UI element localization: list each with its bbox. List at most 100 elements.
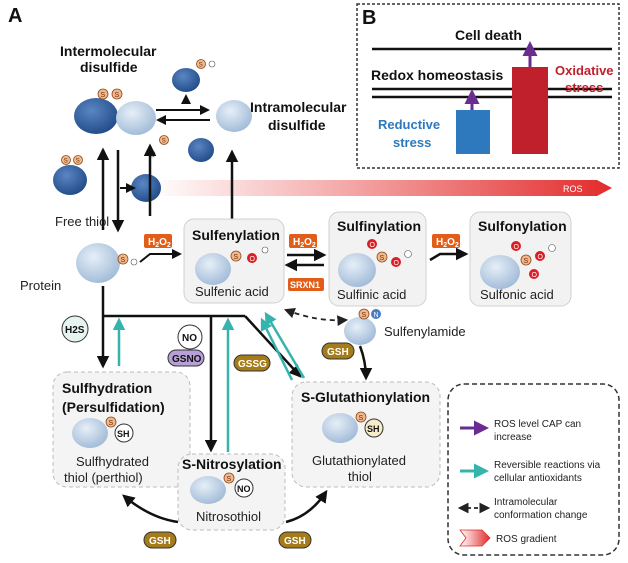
sulfur-atom-letter: S bbox=[115, 92, 120, 99]
srxn1-chip: SRXN1 bbox=[288, 278, 324, 291]
sulfur-atom-letter: S bbox=[234, 254, 239, 261]
gsh-to-glutathionylation-arrow bbox=[358, 345, 373, 381]
teal-from-glutathionylation-arrow-2 bbox=[264, 311, 306, 379]
h2o2-chip-bg bbox=[144, 234, 172, 248]
gssg-chip-bg bbox=[233, 354, 271, 372]
glutathionylated-label-1: Glutathionylated bbox=[312, 453, 406, 468]
hydrogen-atom-icon bbox=[261, 246, 269, 254]
legend-item-1-line-2: increase bbox=[494, 432, 532, 443]
sulfur-atom-letter: S bbox=[359, 415, 364, 422]
legend-item-1-line-1: ROS level CAP can bbox=[494, 419, 581, 430]
intermolecular-proteins: S S bbox=[74, 88, 156, 135]
sulfur-atom-icon bbox=[358, 308, 370, 320]
oxygen-atom-icon bbox=[247, 253, 257, 263]
gssg-chip-text: GSSG bbox=[238, 359, 267, 370]
sh-group-icon bbox=[364, 418, 384, 438]
protein-light-icon bbox=[480, 255, 520, 289]
legend-item-2-line-1: Reversible reactions via bbox=[494, 460, 601, 471]
gsh-chip-bg bbox=[278, 531, 312, 549]
gssg-chip: GSSG bbox=[233, 354, 271, 372]
oxygen-atom-letter: O bbox=[532, 272, 538, 279]
oxygen-atom-letter: O bbox=[394, 260, 400, 267]
s-glutathionylation-title: S-Glutathionylation bbox=[301, 389, 430, 405]
sh-group-letter: SH bbox=[367, 424, 380, 434]
sulfur-atom-letter: S bbox=[64, 159, 68, 165]
oxidative-bar bbox=[512, 67, 548, 154]
sulfonic-acid-label: Sulfonic acid bbox=[480, 287, 554, 302]
gsh-chip-bg bbox=[143, 531, 177, 549]
sulfur-atom-letter: S bbox=[227, 476, 232, 483]
reductive-stress-label-2: stress bbox=[393, 135, 431, 150]
nitroso-to-glutathionylated-arrow bbox=[285, 489, 328, 524]
nitrosothiol-label: Nitrosothiol bbox=[196, 509, 261, 524]
oxygen-atom-icon bbox=[511, 241, 521, 251]
sulfur-atom-letter: S bbox=[162, 139, 166, 145]
sulfur-atom-icon bbox=[520, 254, 532, 266]
sulfinylation-title: Sulfinylation bbox=[337, 218, 421, 234]
oxygen-atom-icon bbox=[391, 257, 401, 267]
gsno-chip: GSNO bbox=[167, 349, 205, 367]
protein-dark-icon bbox=[74, 98, 118, 134]
sulfur-atom-icon bbox=[73, 155, 83, 165]
oxygen-atom-icon bbox=[535, 251, 545, 261]
s-nitrosylation-box bbox=[177, 453, 286, 531]
intramolecular-label-1: Intramolecular bbox=[250, 99, 347, 115]
h2o2-chip-text: H2O2 bbox=[148, 237, 171, 249]
gsh-chip-top: GSH bbox=[321, 342, 355, 360]
ros-gradient-arrow bbox=[150, 180, 612, 196]
cell-death-label: Cell death bbox=[455, 27, 522, 43]
sulfur-atom-letter: S bbox=[121, 257, 126, 264]
h2o2-chip-text: H2O2 bbox=[436, 237, 459, 249]
gsh-chip-bg bbox=[321, 342, 355, 360]
sh-group-icon bbox=[114, 423, 134, 443]
sulfur-atom-icon bbox=[117, 253, 129, 265]
panel-a-label: A bbox=[8, 5, 22, 27]
ros-label: ROS bbox=[563, 184, 583, 194]
srxn1-chip-bg bbox=[288, 278, 324, 291]
no-group-icon bbox=[234, 478, 254, 498]
reductive-stress-label-1: Reductive bbox=[378, 117, 440, 132]
to-glutathionylation-arrow bbox=[244, 315, 302, 378]
sulfur-atom-icon bbox=[355, 411, 367, 423]
sulfur-atom-icon bbox=[159, 135, 169, 145]
sulfhydration-title-2: (Persulfidation) bbox=[62, 399, 165, 415]
left-protein-pair: S S bbox=[53, 155, 161, 202]
s-glutathionylation-box bbox=[291, 381, 441, 488]
sulfhydrated-label-2: thiol (perthiol) bbox=[64, 470, 143, 485]
sulfur-atom-letter: S bbox=[524, 258, 529, 265]
h2o2-chip-3: H2O2 bbox=[432, 234, 460, 249]
teal-from-glutathionylation-arrow bbox=[260, 317, 294, 381]
srxn1-chip-text: SRXN1 bbox=[290, 280, 320, 290]
protein-label: Protein bbox=[20, 278, 61, 293]
charge-icon bbox=[208, 60, 216, 68]
charge-icon bbox=[130, 258, 138, 266]
glutathionylated-label-2: thiol bbox=[348, 469, 372, 484]
protein-light-icon bbox=[72, 418, 108, 448]
dark-protein-top-small: S bbox=[172, 59, 216, 104]
exchange-arrows bbox=[156, 105, 210, 125]
sulfur-atom-icon bbox=[230, 250, 242, 262]
oxygen-atom-letter: O bbox=[370, 242, 376, 249]
nitrogen-atom-letter: N bbox=[374, 312, 379, 319]
sulfenylation-title: Sulfenylation bbox=[192, 227, 280, 243]
hydrogen-atom-icon bbox=[548, 244, 556, 252]
sulfur-atom-letter: S bbox=[101, 92, 106, 99]
oxygen-atom-letter: O bbox=[538, 254, 544, 261]
sulfonylation-title: Sulfonylation bbox=[478, 218, 567, 234]
protein-light-icon bbox=[344, 317, 376, 345]
free-thiol-label: Free thiol bbox=[55, 214, 109, 229]
legend: ROS level CAP can increase Reversible re… bbox=[447, 383, 620, 556]
sulfur-atom-icon bbox=[223, 472, 235, 484]
sulfur-atom-letter: S bbox=[76, 159, 80, 165]
no-chip: NO bbox=[177, 324, 203, 350]
oxygen-atom-letter: O bbox=[250, 256, 256, 263]
protein-light-icon bbox=[76, 243, 120, 283]
protein-light-icon bbox=[116, 101, 156, 135]
no-chip-text: NO bbox=[182, 333, 197, 344]
gsno-chip-text: GSNO bbox=[172, 354, 202, 365]
sulfenic-acid-label: Sulfenic acid bbox=[195, 284, 269, 299]
gsh-chip-text: GSH bbox=[149, 536, 171, 547]
protein-dark-icon bbox=[188, 138, 214, 162]
sulfur-atom-letter: S bbox=[199, 63, 203, 69]
protein-light-icon bbox=[195, 253, 231, 285]
